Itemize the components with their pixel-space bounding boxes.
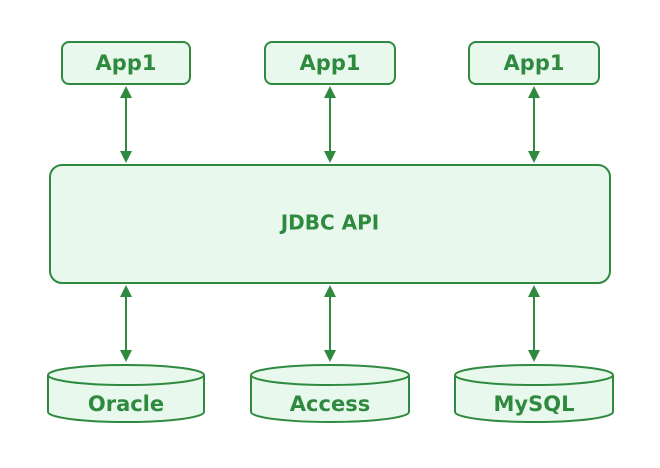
database-cylinder-icon [250,375,410,423]
app-box-1 [61,41,191,85]
database-node-2: Access [250,364,410,423]
connector-api-db2 [324,285,336,362]
app-label-1: App1 [96,51,157,75]
arrow-head-up-icon [324,285,336,297]
database-cylinder-top [47,364,205,386]
database-label-3: MySQL [494,392,575,416]
app-node-1: App1 [61,41,191,85]
app-label-2: App1 [300,51,361,75]
arrow-head-down-icon [528,151,540,163]
arrow-head-up-icon [528,86,540,98]
arrow-head-down-icon [120,350,132,362]
database-cylinder-top [250,364,410,386]
database-node-1: Oracle [47,364,205,423]
api-label: JDBC API [279,211,380,235]
database-label-2: Access [290,392,370,416]
app-box-2 [264,41,396,85]
connector-app3-api [528,86,540,163]
app-node-3: App1 [468,41,600,85]
app-node-2: App1 [264,41,396,85]
api-box [49,164,611,284]
database-label-1: Oracle [88,392,164,416]
arrow-head-down-icon [120,151,132,163]
app-box-3 [468,41,600,85]
api-node: JDBC API [49,164,611,284]
connector-app2-api [324,86,336,163]
arrow-head-up-icon [120,285,132,297]
connector-app1-api [120,86,132,163]
arrow-head-down-icon [324,350,336,362]
connector-api-db3 [528,285,540,362]
database-cylinder-top [454,364,614,386]
database-cylinder-icon [47,375,205,423]
connector-api-db1 [120,285,132,362]
app-label-3: App1 [504,51,565,75]
database-node-3: MySQL [454,364,614,423]
arrow-head-up-icon [324,86,336,98]
arrow-head-up-icon [528,285,540,297]
arrow-head-down-icon [324,151,336,163]
database-cylinder-icon [454,375,614,423]
arrow-head-down-icon [528,350,540,362]
arrow-head-up-icon [120,86,132,98]
